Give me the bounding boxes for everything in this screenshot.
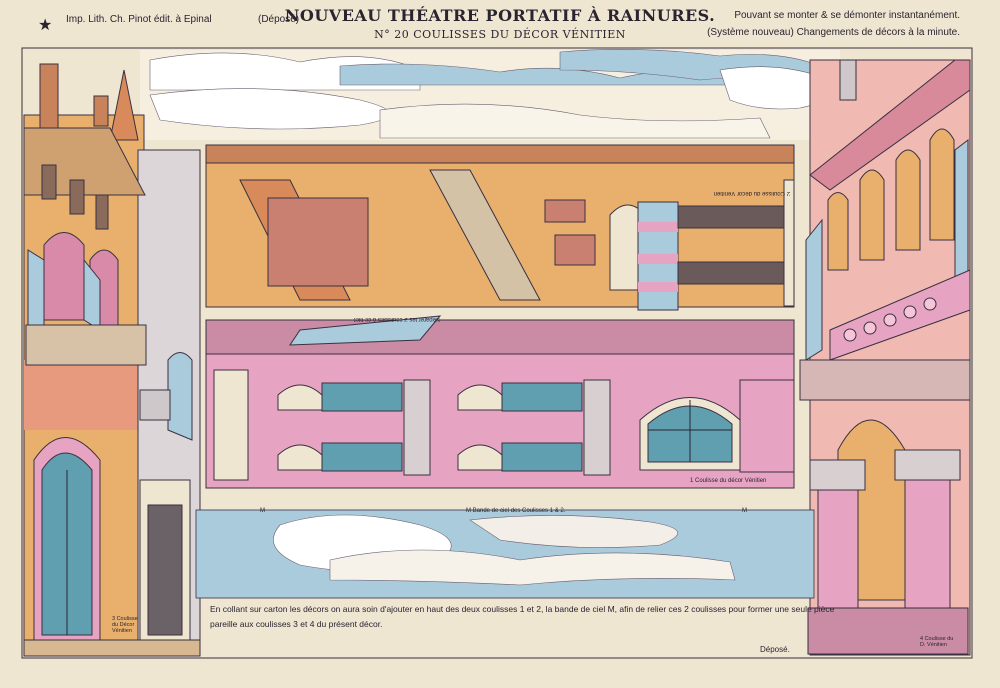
depose-mark-top: (Déposé): [258, 14, 300, 25]
sky-band-label: M Bande de ciel des Coulisses 1 & 2.: [466, 508, 566, 514]
wing-4-label: 4 Coulisse du D. Vénitien: [920, 636, 954, 648]
wing-2-facade: [205, 315, 795, 489]
wing-4-building: [799, 59, 971, 656]
printer-credit: Imp. Lith. Ch. Pinot édit. à Epinal: [66, 14, 212, 25]
frame-border: [21, 47, 973, 659]
wing-2-label: 2 Coulisse du décor Vénitien: [713, 190, 790, 196]
assembly-note-line-2: pareille aux coulisses 3 et 4 du présent…: [210, 619, 383, 629]
tagline-1: Pouvant se monter & se démonter instanta…: [734, 10, 960, 21]
assembly-note-line-1: En collant sur carton les décors on aura…: [210, 604, 835, 614]
m-marker-left: M: [260, 508, 265, 514]
wing-1-facade: [205, 144, 795, 311]
page-title: NOUVEAU THÉATRE PORTATIF À RAINURES.: [284, 6, 716, 25]
tagline-2: (Système nouveau) Changements de décors …: [707, 27, 960, 38]
wing-3-label: 3 Coulisse du Décor Vénitien: [112, 616, 138, 634]
sky-band-m: [195, 509, 815, 599]
star-mark: ★: [38, 15, 53, 34]
wing-3-building: [23, 63, 201, 657]
top-sky: [140, 48, 840, 140]
page-subtitle: N° 20 COULISSES DU DÉCOR VÉNITIEN: [374, 28, 626, 41]
m-marker-right: M: [742, 508, 747, 514]
depose-mark-bottom: Déposé.: [760, 645, 790, 654]
wing-1-label: 1 Coulisse du décor Vénitien: [690, 478, 767, 484]
separate-note: Séparer les 2 coulisses à ce filet: [353, 316, 440, 322]
